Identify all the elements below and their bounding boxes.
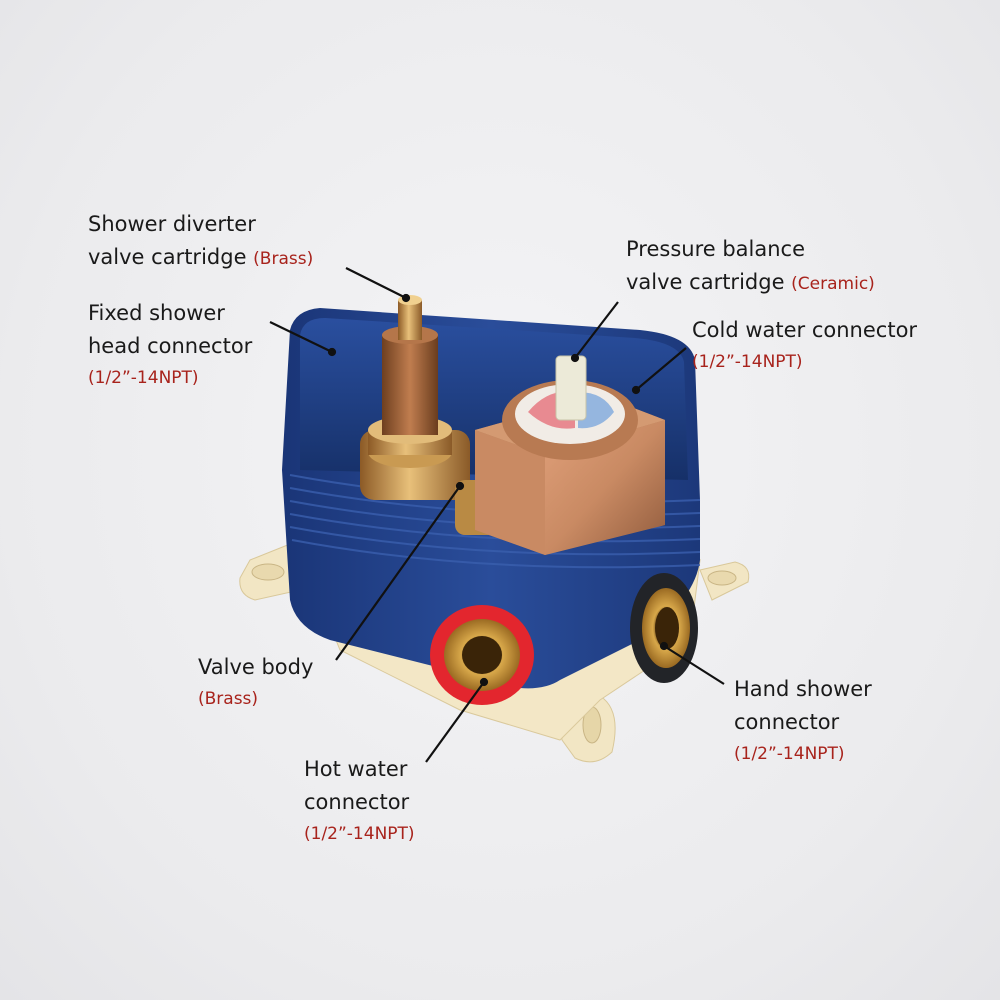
leader-hot xyxy=(425,681,485,763)
pressure-line2: valve cartridge xyxy=(626,270,785,294)
fixed-head-spec: (1/2”-14NPT) xyxy=(88,368,199,388)
label-fixed-head-connector: Fixed shower head connector (1/2”-14NPT) xyxy=(88,297,252,393)
hand-shower-line2: connector xyxy=(734,710,840,734)
hot-line2: connector xyxy=(304,790,410,814)
diverter-line1: Shower diverter xyxy=(88,212,256,236)
leader-valve-body xyxy=(335,485,461,661)
fixed-head-line2: head connector xyxy=(88,334,253,358)
label-cold-water-connector: Cold water connector (1/2”-14NPT) xyxy=(692,314,917,377)
leader-lines xyxy=(269,267,725,763)
leader-fixed-head xyxy=(269,321,333,353)
leader-pressure xyxy=(574,301,619,359)
diverter-material: (Brass) xyxy=(253,249,314,269)
label-hand-shower-connector: Hand shower connector (1/2”-14NPT) xyxy=(734,673,872,769)
hot-line1: Hot water xyxy=(304,757,408,781)
pressure-line2-wrap: valve cartridge (Ceramic) xyxy=(626,266,875,301)
leader-hand-shower xyxy=(663,645,725,685)
label-pressure-balance-cartridge: Pressure balance valve cartridge (Cerami… xyxy=(626,233,875,301)
leader-cold xyxy=(635,347,687,391)
cold-line1: Cold water connector xyxy=(692,318,918,342)
hot-spec: (1/2”-14NPT) xyxy=(304,824,415,844)
pressure-material: (Ceramic) xyxy=(791,274,875,294)
label-diverter-cartridge: Shower diverter valve cartridge (Brass) xyxy=(88,208,313,276)
diverter-cartridge xyxy=(368,295,452,468)
diverter-line2: valve cartridge xyxy=(88,245,247,269)
hand-shower-port xyxy=(630,573,698,683)
diverter-line2-wrap: valve cartridge (Brass) xyxy=(88,241,313,276)
leader-diverter xyxy=(345,267,407,299)
hand-shower-spec: (1/2”-14NPT) xyxy=(734,744,845,764)
label-hot-water-connector: Hot water connector (1/2”-14NPT) xyxy=(304,753,415,849)
hand-shower-line1: Hand shower xyxy=(734,677,872,701)
cold-spec: (1/2”-14NPT) xyxy=(692,352,803,372)
hot-water-port xyxy=(430,605,534,705)
valve-body-line1: Valve body xyxy=(198,655,314,679)
fixed-head-line1: Fixed shower xyxy=(88,301,225,325)
valve-body-material: (Brass) xyxy=(198,689,259,709)
pressure-balance-cartridge xyxy=(475,355,665,555)
pressure-line1: Pressure balance xyxy=(626,237,806,261)
label-valve-body: Valve body (Brass) xyxy=(198,651,313,714)
